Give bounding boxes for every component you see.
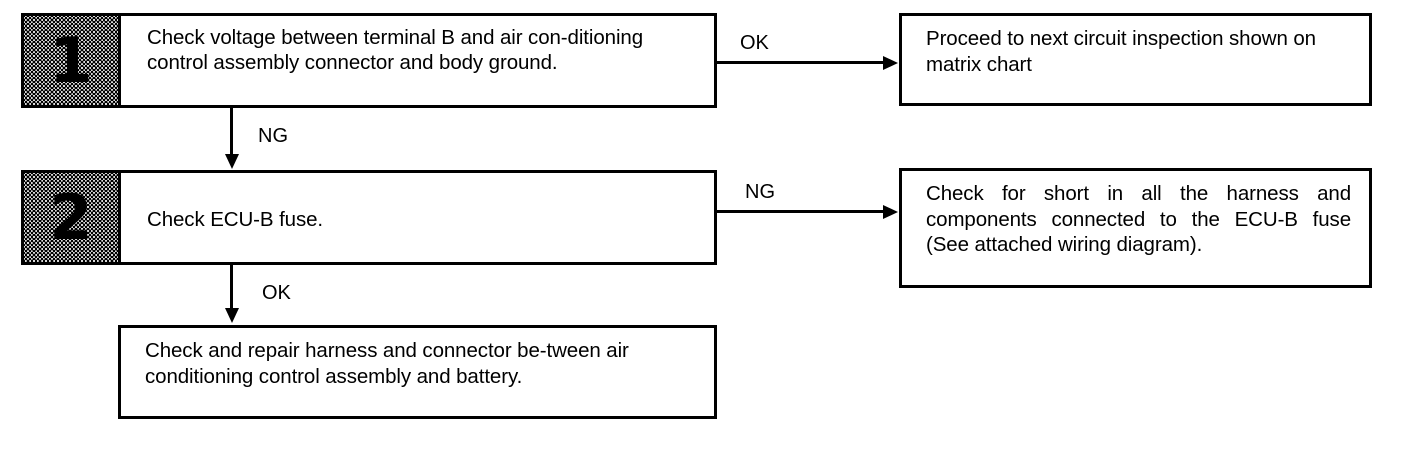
connector-step1-ng-arrowhead <box>224 154 239 169</box>
connector-step1-ng-line <box>230 108 233 156</box>
step-1-text: Check voltage between terminal B and air… <box>147 26 643 74</box>
connector-step2-ng-arrowhead <box>883 204 898 219</box>
connector-step1-ok-line <box>717 61 887 64</box>
outcome-box-repair-harness-connector-text: Check and repair harness and connector b… <box>145 339 629 388</box>
step-1-number-badge: 1 <box>24 16 121 105</box>
step-2-number-badge: 2 <box>24 173 121 262</box>
edge-label-step1-ng: NG <box>258 125 288 147</box>
edge-label-step1-ok: OK <box>740 32 769 54</box>
outcome-box-proceed-next-circuit[interactable]: Proceed to next circuit inspection shown… <box>899 13 1372 106</box>
outcome-box-check-short-harness-text: Check for short in all the harness and c… <box>926 182 1351 256</box>
outcome-box-repair-harness-connector[interactable]: Check and repair harness and connector b… <box>118 325 717 419</box>
step-2-text: Check ECU-B fuse. <box>147 207 324 231</box>
outcome-box-check-short-harness[interactable]: Check for short in all the harness and c… <box>899 168 1372 288</box>
edge-label-step2-ng: NG <box>745 181 775 203</box>
connector-step2-ok-line <box>230 265 233 310</box>
step-1-box[interactable]: 1 Check voltage between terminal B and a… <box>21 13 717 108</box>
edge-label-step2-ok: OK <box>262 282 291 304</box>
step-2-box[interactable]: 2 Check ECU-B fuse. <box>21 170 717 265</box>
outcome-box-proceed-next-circuit-text: Proceed to next circuit inspection shown… <box>926 27 1316 76</box>
connector-step1-ok-arrowhead <box>883 55 898 70</box>
step-1-number: 1 <box>49 23 93 97</box>
connector-step2-ng-line <box>717 210 887 213</box>
step-2-number: 2 <box>49 180 93 254</box>
connector-step2-ok-arrowhead <box>224 308 239 323</box>
